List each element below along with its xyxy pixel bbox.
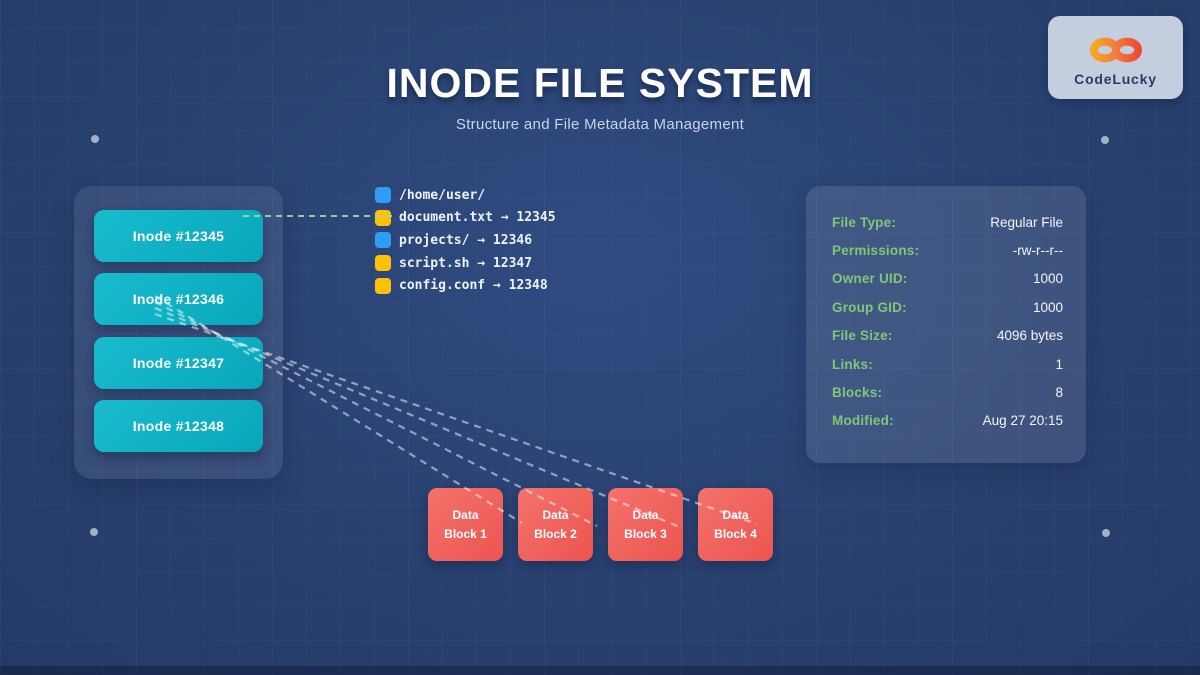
file-icon xyxy=(375,255,391,272)
infinity-logo-icon xyxy=(1089,37,1142,63)
data-block: Data Block 3 xyxy=(608,488,683,561)
metadata-panel: File Type: Regular File Permissions: -rw… xyxy=(806,186,1086,463)
logo-text: CodeLucky xyxy=(1074,71,1157,87)
metadata-label: File Size: xyxy=(832,328,893,344)
decorative-dot xyxy=(1102,529,1110,537)
metadata-value: 4096 bytes xyxy=(996,328,1063,344)
inode-box: Inode #12348 xyxy=(94,400,263,452)
metadata-row: Links: 1 xyxy=(832,350,1063,378)
metadata-row: Blocks: 8 xyxy=(832,378,1063,406)
metadata-row: Owner UID: 1000 xyxy=(832,265,1063,293)
metadata-label: Blocks: xyxy=(832,385,883,401)
inode-box: Inode #12346 xyxy=(94,273,263,325)
data-block-label: Data Block 4 xyxy=(714,507,757,541)
metadata-label: File Type: xyxy=(832,214,897,230)
metadata-value: 1000 xyxy=(1032,299,1063,315)
metadata-value: 8 xyxy=(1055,385,1063,401)
data-block: Data Block 1 xyxy=(428,488,503,561)
file-entry-label: /home/user/ xyxy=(399,187,486,203)
file-tree: /home/user/ document.txt → 12345 project… xyxy=(375,184,556,297)
metadata-value: -rw-r--r-- xyxy=(1012,243,1063,259)
metadata-value: 1 xyxy=(1055,356,1063,372)
metadata-row: File Type: Regular File xyxy=(832,208,1063,236)
data-blocks-row: Data Block 1 Data Block 2 Data Block 3 D… xyxy=(428,488,773,561)
file-entry-label: projects/ → 12346 xyxy=(399,232,533,248)
file-entry: /home/user/ xyxy=(375,184,556,207)
file-entry: script.sh → 12347 xyxy=(375,252,556,275)
decorative-dot xyxy=(90,528,98,536)
metadata-row: Modified: Aug 27 20:15 xyxy=(832,407,1063,435)
file-entry: projects/ → 12346 xyxy=(375,229,556,252)
inode-label: Inode #12346 xyxy=(132,291,225,307)
metadata-label: Permissions: xyxy=(832,243,920,259)
metadata-label: Owner UID: xyxy=(832,271,908,287)
metadata-row: Permissions: -rw-r--r-- xyxy=(832,236,1063,264)
metadata-value: 1000 xyxy=(1032,271,1063,287)
inode-panel: Inode #12345 Inode #12346 Inode #12347 I… xyxy=(74,186,283,479)
metadata-value: Regular File xyxy=(990,214,1063,230)
file-entry: document.txt → 12345 xyxy=(375,207,556,230)
inode-label: Inode #12347 xyxy=(132,355,225,371)
metadata-label: Modified: xyxy=(832,413,894,429)
inode-box: Inode #12345 xyxy=(94,210,263,262)
data-block-label: Data Block 2 xyxy=(534,507,577,541)
page-title: INODE FILE SYSTEM xyxy=(386,60,814,106)
data-block: Data Block 2 xyxy=(518,488,593,561)
decorative-dot xyxy=(91,135,99,143)
file-icon xyxy=(375,277,391,294)
data-block: Data Block 4 xyxy=(698,488,773,561)
folder-icon xyxy=(375,187,391,204)
page-subtitle: Structure and File Metadata Management xyxy=(455,116,745,133)
inode-box: Inode #12347 xyxy=(94,337,263,389)
metadata-row: File Size: 4096 bytes xyxy=(832,322,1063,350)
inode-label: Inode #12348 xyxy=(132,418,225,434)
file-icon xyxy=(375,209,391,226)
metadata-value: Aug 27 20:15 xyxy=(982,413,1063,429)
file-entry-label: config.conf → 12348 xyxy=(399,278,548,294)
inode-label: Inode #12345 xyxy=(132,228,225,244)
data-block-label: Data Block 3 xyxy=(624,507,667,541)
logo-card: CodeLucky xyxy=(1048,16,1183,99)
data-block-label: Data Block 1 xyxy=(444,507,487,541)
metadata-row: Group GID: 1000 xyxy=(832,293,1063,321)
file-entry-label: script.sh → 12347 xyxy=(399,255,533,271)
decorative-dot xyxy=(1101,136,1109,144)
folder-icon xyxy=(375,232,391,249)
metadata-label: Links: xyxy=(832,356,873,372)
metadata-label: Group GID: xyxy=(832,299,907,315)
file-entry-label: document.txt → 12345 xyxy=(399,210,556,226)
footer-bar xyxy=(0,666,1200,675)
file-entry: config.conf → 12348 xyxy=(375,274,556,297)
